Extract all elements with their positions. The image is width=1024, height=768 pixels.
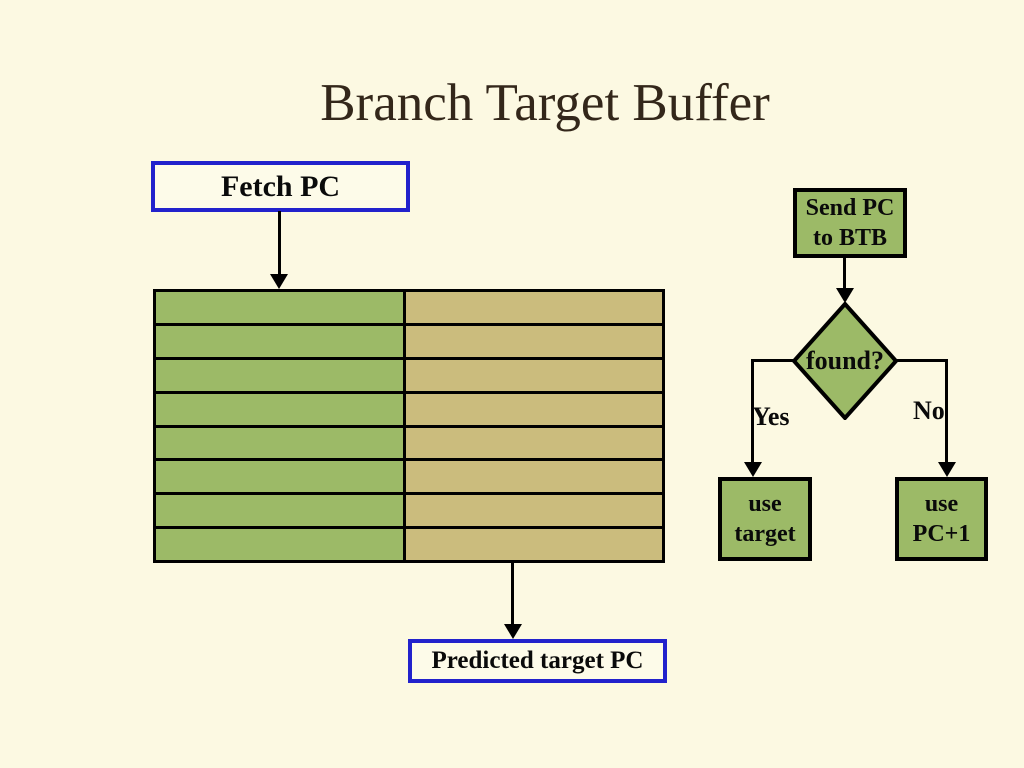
- btb-cell-left: [156, 461, 403, 493]
- down-arrowhead-icon: [938, 462, 956, 477]
- btb-cell-right: [406, 393, 662, 425]
- use-target-line2: target: [734, 521, 796, 547]
- btb-cell-right: [406, 292, 662, 323]
- btb-cell-left: [156, 393, 403, 425]
- btb-cell-left: [156, 529, 403, 560]
- found-decision-diamond: found?: [792, 302, 898, 420]
- btb-cell-right: [406, 461, 662, 493]
- predicted-target-pc-label: Predicted target PC: [431, 647, 644, 674]
- btb-cell-right: [406, 495, 662, 527]
- down-arrowhead-icon: [270, 274, 288, 289]
- no-branch-hline: [896, 359, 948, 362]
- predicted-target-pc-box: Predicted target PC: [408, 639, 667, 683]
- use-target-line1: use: [748, 491, 782, 517]
- send-pc-line1: Send PC: [805, 195, 895, 221]
- down-arrowhead-icon: [744, 462, 762, 477]
- diamond-shape: [792, 302, 898, 420]
- btb-cell-left: [156, 325, 403, 357]
- use-pc-plus-1-box: use PC+1: [895, 477, 988, 561]
- use-pc1-line2: PC+1: [912, 521, 971, 547]
- btb-cell-left: [156, 292, 403, 323]
- send-pc-to-btb-box: Send PC to BTB: [793, 188, 907, 258]
- yes-branch-hline: [751, 359, 795, 362]
- btb-cell-right: [406, 529, 662, 560]
- slide-title: Branch Target Buffer: [320, 74, 770, 132]
- arrow-line-fetch-to-table: [278, 211, 281, 277]
- yes-label: Yes: [752, 402, 790, 431]
- down-arrowhead-icon: [504, 624, 522, 639]
- btb-table: [153, 289, 665, 563]
- btb-cell-left: [156, 359, 403, 391]
- fetch-pc-box: Fetch PC: [151, 161, 410, 212]
- arrow-line-sendpc-to-diamond: [843, 257, 846, 291]
- btb-cell-right: [406, 359, 662, 391]
- no-branch-vline: [945, 359, 948, 465]
- send-pc-line2: to BTB: [812, 225, 887, 251]
- arrow-line-table-to-predicted: [511, 563, 514, 627]
- down-arrowhead-icon: [836, 288, 854, 303]
- no-label: No: [913, 396, 945, 425]
- btb-cell-left: [156, 427, 403, 459]
- btb-cell-right: [406, 427, 662, 459]
- fetch-pc-label: Fetch PC: [220, 169, 341, 203]
- found-decision-label: found?: [805, 346, 885, 375]
- yes-branch-vline: [751, 359, 754, 465]
- use-pc1-line1: use: [924, 491, 959, 517]
- use-target-box: use target: [718, 477, 812, 561]
- btb-cell-left: [156, 495, 403, 527]
- btb-cell-right: [406, 325, 662, 357]
